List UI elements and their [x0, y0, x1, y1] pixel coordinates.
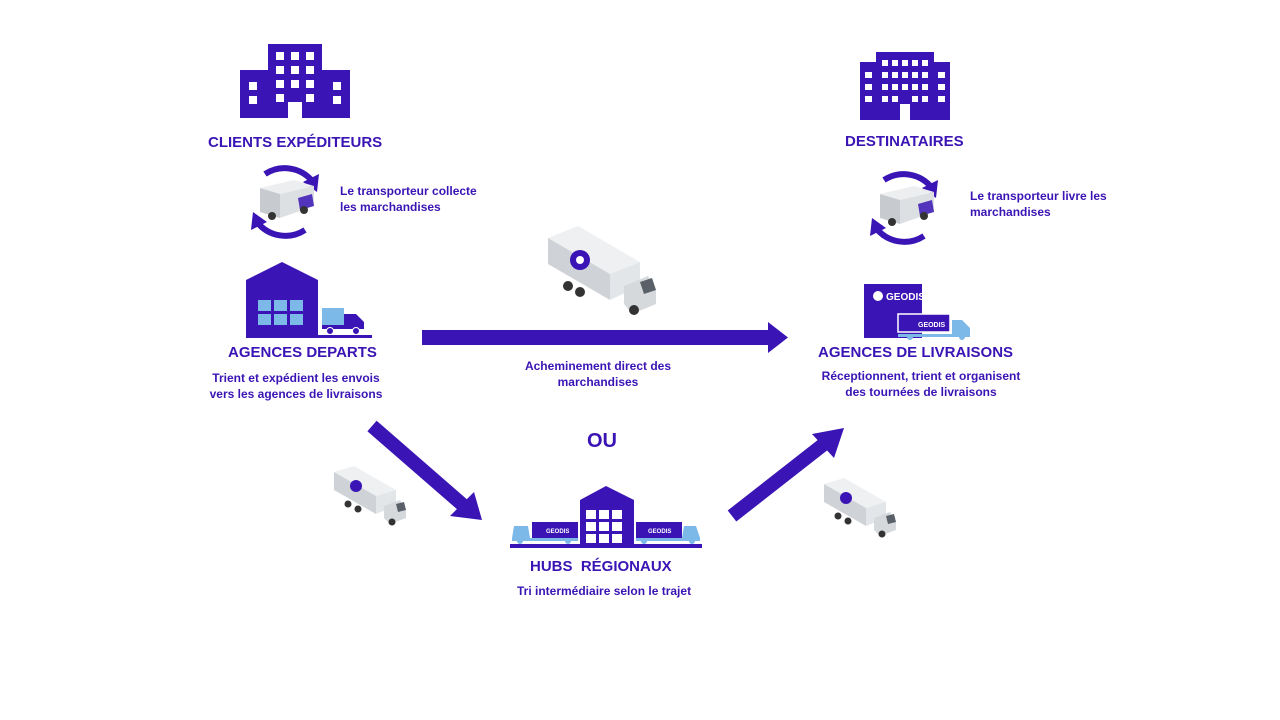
direct-route-label: Acheminement direct des marchandises [498, 358, 698, 390]
direct-route-label-line-1: Acheminement direct des [524, 359, 672, 373]
apartment-building-icon [860, 52, 950, 120]
cycle-arrows-icon [251, 165, 319, 239]
destinataires-desc-line-1: Le transporteur livre les [970, 189, 1107, 203]
clients-desc-line-1: Le transporteur collecte [340, 184, 477, 198]
destinataires-title: DESTINATAIRES [845, 133, 964, 150]
brand-text: GEODIS [648, 529, 671, 535]
agences-departs-desc-line-2: vers les agences de livraisons [209, 387, 383, 401]
medium-truck-icon [334, 466, 406, 526]
agences-livraisons-desc-line-1: Réceptionnent, trient et organisent [821, 369, 1021, 383]
from-hub-arrow [727, 428, 844, 522]
large-truck-icon [548, 226, 656, 315]
agences-departs-title: AGENCES DEPARTS [228, 344, 377, 361]
clients-desc-line-2: les marchandises [340, 200, 441, 214]
to-hub-arrow [367, 420, 482, 520]
agences-departs-description: Trient et expédient les envois vers les … [196, 370, 396, 402]
medium-truck-icon [824, 478, 896, 538]
destinataires-description: Le transporteur livre les marchandises [970, 188, 1107, 220]
clients-description: Le transporteur collecte les marchandise… [340, 183, 477, 215]
brand-text: GEODIS [546, 529, 569, 535]
office-building-icon [240, 44, 350, 118]
direct-route-label-line-2: marchandises [557, 375, 639, 389]
hubs-description: Tri intermédiaire selon le trajet [517, 584, 692, 598]
agences-livraisons-description: Réceptionnent, trient et organisent des … [806, 368, 1036, 400]
agency-building-icon: GEODIS GEODIS [864, 284, 970, 340]
agences-departs-desc-line-1: Trient et expédient les envois [212, 371, 380, 385]
brand-text: GEODIS [918, 322, 946, 329]
brand-text: GEODIS [886, 292, 925, 303]
destinataires-desc-line-2: marchandises [970, 205, 1051, 219]
direct-route-arrow [422, 322, 788, 353]
hub-warehouse-icon: GEODIS GEODIS [510, 486, 702, 548]
agences-livraisons-desc-line-2: des tournées de livraisons [845, 385, 997, 399]
warehouse-icon [246, 262, 372, 338]
clients-title: CLIENTS EXPÉDITEURS [208, 134, 383, 151]
agences-livraisons-title: AGENCES DE LIVRAISONS [818, 344, 1014, 361]
delivery-van-icon [880, 186, 934, 226]
or-separator: OU [587, 430, 617, 452]
delivery-van-icon [260, 180, 314, 220]
hubs-title: HUBS RÉGIONAUX [530, 558, 672, 575]
